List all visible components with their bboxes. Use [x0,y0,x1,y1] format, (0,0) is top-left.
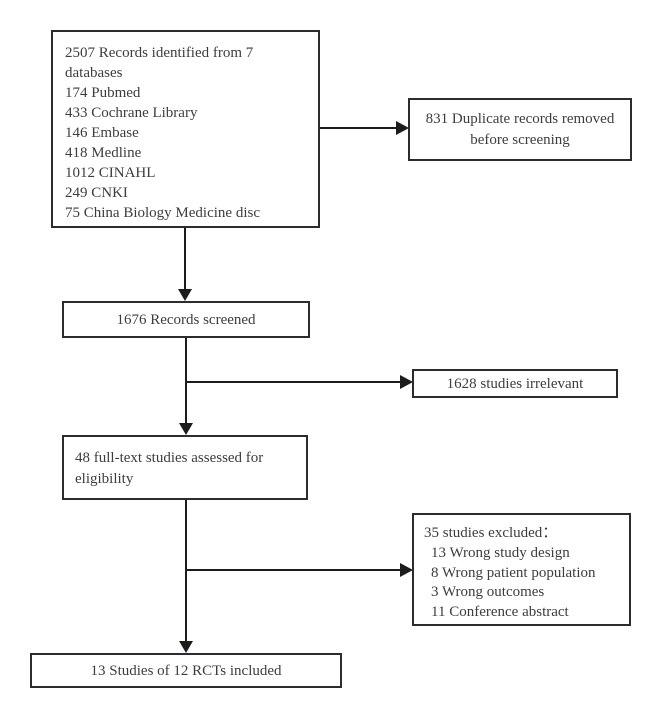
identification-line: 1012 CINAHL [65,165,156,181]
identification-line: 174 Pubmed [65,85,141,101]
connector-fulltext-to-included [185,500,187,642]
studies-included-label: 13 Studies of 12 RCTs included [90,662,282,679]
connector-fulltext-to-excluded [186,569,402,571]
connector-identification-to-duplicates [320,127,398,129]
exclusion-reason: 8 Wrong patient population [431,564,596,581]
connector-identification-to-screened [184,228,186,290]
identification-line: 2507 Records identified from 7 databases [65,45,254,81]
records-screened-label: 1676 Records screened [116,311,256,328]
arrow-right-icon [400,375,413,389]
arrow-right-icon [400,563,413,577]
identification-box: 2507 Records identified from 7 databases… [51,30,320,228]
exclusion-reason: 3 Wrong outcomes [431,584,545,601]
arrow-down-icon [179,423,193,435]
arrow-down-icon [179,641,193,653]
identification-line: 75 China Biology Medicine disc [65,205,260,221]
identification-line: 249 CNKI [65,185,128,201]
fulltext-assessed-box: 48 full-text studies assessed for eligib… [62,435,308,500]
identification-line: 433 Cochrane Library [65,105,198,121]
duplicates-removed-box: 831 Duplicate records removed before scr… [408,98,632,161]
arrow-right-icon [396,121,409,135]
studies-excluded-title: 35 studies excluded： [424,525,558,541]
duplicates-removed-label: 831 Duplicate records removed before scr… [425,110,615,148]
fulltext-assessed-label: 48 full-text studies assessed for eligib… [75,450,264,487]
studies-excluded-box: 35 studies excluded： 13 Wrong study desi… [412,513,631,626]
studies-irrelevant-box: 1628 studies irrelevant [412,369,618,398]
identification-line: 418 Medline [65,145,142,161]
arrow-down-icon [178,289,192,301]
exclusion-reason: 13 Wrong study design [431,544,570,561]
records-screened-box: 1676 Records screened [62,301,310,338]
studies-irrelevant-label: 1628 studies irrelevant [446,375,584,392]
identification-line: 146 Embase [65,125,139,141]
connector-screened-to-irrelevant [186,381,402,383]
exclusion-reason: 11 Conference abstract [431,604,569,621]
studies-included-box: 13 Studies of 12 RCTs included [30,653,342,688]
